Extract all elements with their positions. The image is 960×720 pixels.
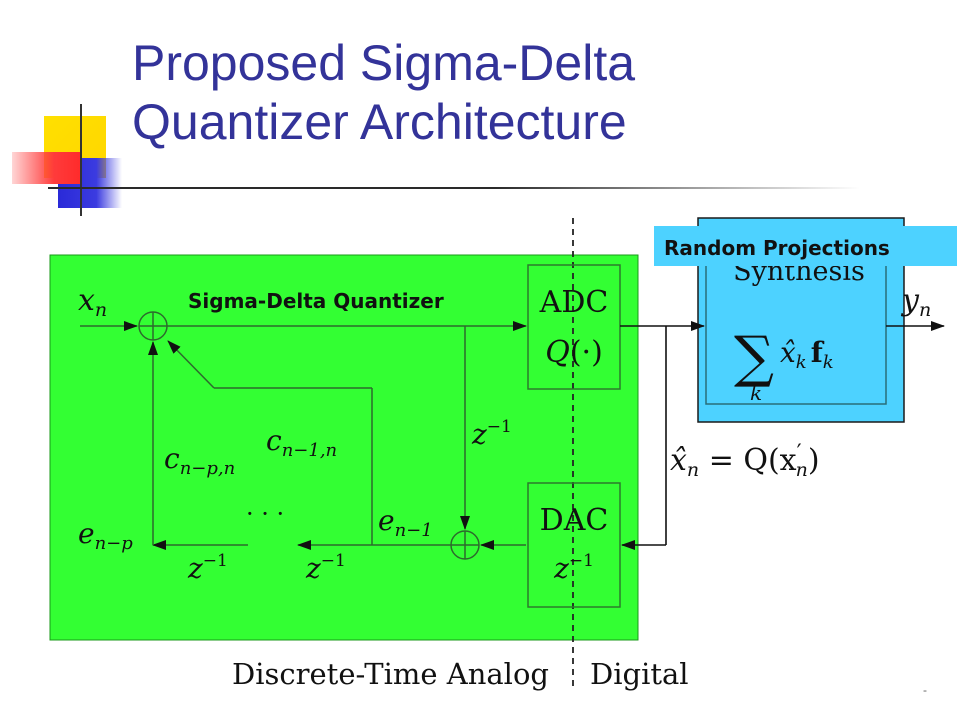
title-underline [48,187,860,189]
adc-q: Q [545,335,570,370]
input-signal-label: xn [78,283,107,321]
eq-prime: ′ [797,441,802,466]
sum-symbol: ∑ [734,325,774,390]
output-sub: n [919,299,931,321]
wire-coef1-diag [167,340,215,389]
dac-block [527,482,621,608]
eq-close: ) [808,443,820,478]
page-marker: - [923,683,927,697]
eq-rhs-pre: = Q(x [699,443,797,478]
delay-tap-label: z−1 [471,417,512,451]
eq-lhs: x̂ [670,443,687,478]
e-p: e [78,517,95,550]
coef-1-c: c [266,424,282,457]
quantizer-label: Sigma-Delta Quantizer [188,289,444,313]
e-1: e [378,504,395,537]
output-signal-label: yn [900,283,931,321]
delay-left-exp: −1 [203,551,228,571]
error-p-label: en−p [78,517,133,554]
coef-1-sub: n−1,n [282,440,337,461]
delay-mid-z: z [471,418,487,451]
sum-xsub: k [796,352,807,373]
sum-xhat: x̂ [780,336,796,369]
sum-index: k [750,381,762,405]
eq-sub: n [796,459,808,481]
output-y: y [900,283,920,318]
dac-delay-label: z−1 [553,551,594,585]
ellipsis: · · · [246,500,284,528]
delay-right-label: z−1 [305,551,346,585]
delay-left-label: z−1 [187,551,228,585]
analog-wires [80,321,527,550]
coef-p-c: c [164,442,180,475]
delay-right-exp: −1 [321,551,346,571]
adc-quantizer-label: Q(·) [545,335,603,370]
adc-block [527,264,621,390]
input-sub: n [95,299,107,321]
quantization-equation: x̂n = Q(x′n) [670,441,820,481]
digital-wires [620,321,945,550]
analog-domain-label: Discrete-Time Analog [232,657,549,691]
dac-z: z [553,552,569,585]
dac-exp: −1 [569,551,594,571]
dac-title: DAC [540,503,609,538]
projections-label-box [654,226,957,266]
adc-title: ADC [539,285,609,320]
eq-lhs-sub: n [687,459,699,481]
projections-label: Random Projections [664,236,890,260]
delay-left-z: z [187,552,203,585]
delay-mid-exp: −1 [487,417,512,437]
slide-title-line-1: Proposed Sigma-Delta [132,35,636,91]
decor-vertical-line [80,104,82,216]
coefficient-1-label: cn−1,n [266,424,337,461]
sum-fsub: k [823,352,834,373]
digital-domain-label: Digital [590,657,689,691]
sum-f: f [811,336,825,369]
coef-p-sub: n−p,n [180,458,236,479]
coefficient-p-label: cn−p,n [164,442,235,479]
input-x: x [78,283,95,318]
quantizer-label-box [178,279,523,319]
e-p-sub: n−p [95,533,134,554]
delay-right-z: z [305,552,321,585]
slide-title: Proposed Sigma-Delta Quantizer Architect… [132,34,932,152]
error-1-label: en−1 [378,504,433,541]
quantizer-region [49,254,639,641]
adc-arg: (·) [570,335,603,370]
decor-red-bar [12,152,82,184]
slide-title-line-2: Quantizer Architecture [132,94,627,150]
e-1-sub: n−1 [395,520,433,541]
